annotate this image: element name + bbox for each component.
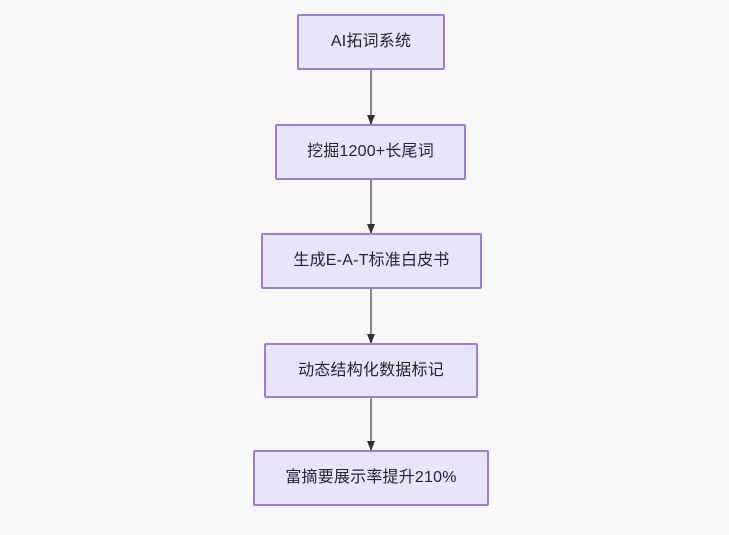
flowchart-node-rich-snippet-result[interactable]: 富摘要展示率提升210% xyxy=(253,450,489,506)
node-label: AI拓词系统 xyxy=(330,33,412,51)
node-label: 挖掘1200+长尾词 xyxy=(307,143,434,161)
node-label: 动态结构化数据标记 xyxy=(298,361,444,379)
flowchart-node-longtail-mining[interactable]: 挖掘1200+长尾词 xyxy=(275,124,466,180)
flowchart-node-eat-whitepaper[interactable]: 生成E-A-T标准白皮书 xyxy=(261,233,482,289)
flowchart-node-structured-data-markup[interactable]: 动态结构化数据标记 xyxy=(264,343,478,398)
node-label: 富摘要展示率提升210% xyxy=(285,469,457,487)
flowchart-node-ai-keyword-system[interactable]: AI拓词系统 xyxy=(297,14,445,70)
node-label: 生成E-A-T标准白皮书 xyxy=(293,252,450,270)
